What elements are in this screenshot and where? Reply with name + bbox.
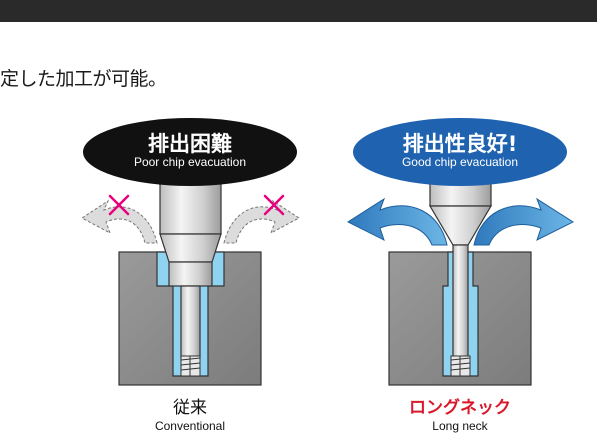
badge-title-conventional: 排出困難 [148,132,232,156]
conventional-panel: 排出困難 Poor chip evacuation 従来 Conventiona… [81,118,300,433]
badge-subtitle-conventional: Poor chip evacuation [134,155,246,169]
caption-long-neck-ja: ロングネック [409,397,511,418]
good-evacuation-badge [353,118,567,186]
evacuation-arrow-right [473,197,575,246]
tool-long-neck [452,244,469,359]
blocked-arrow-right [223,199,300,244]
caption-long-neck-en: Long neck [432,419,488,433]
tool-shaft [180,285,201,359]
tool-neck [168,261,213,287]
top-bar [0,0,597,22]
tap-thread-2 [450,355,471,377]
tap-thread [180,355,201,377]
intro-text: 定した加工が可能。 [0,68,167,90]
x-mark-left [108,194,130,216]
poor-evacuation-badge [83,118,297,186]
caption-conventional-ja: 従来 [173,398,207,418]
x-mark-right [263,194,285,216]
blocked-arrow-left [81,199,158,244]
badge-subtitle-long-neck: Good chip evacuation [402,155,518,169]
evacuation-arrow-left [346,197,448,246]
long-neck-panel: 排出性良好! Good chip evacuation ロングネック Long … [346,118,575,433]
tool-taper [159,233,222,263]
caption-conventional-en: Conventional [155,419,225,433]
badge-title-long-neck: 排出性良好! [403,132,518,156]
